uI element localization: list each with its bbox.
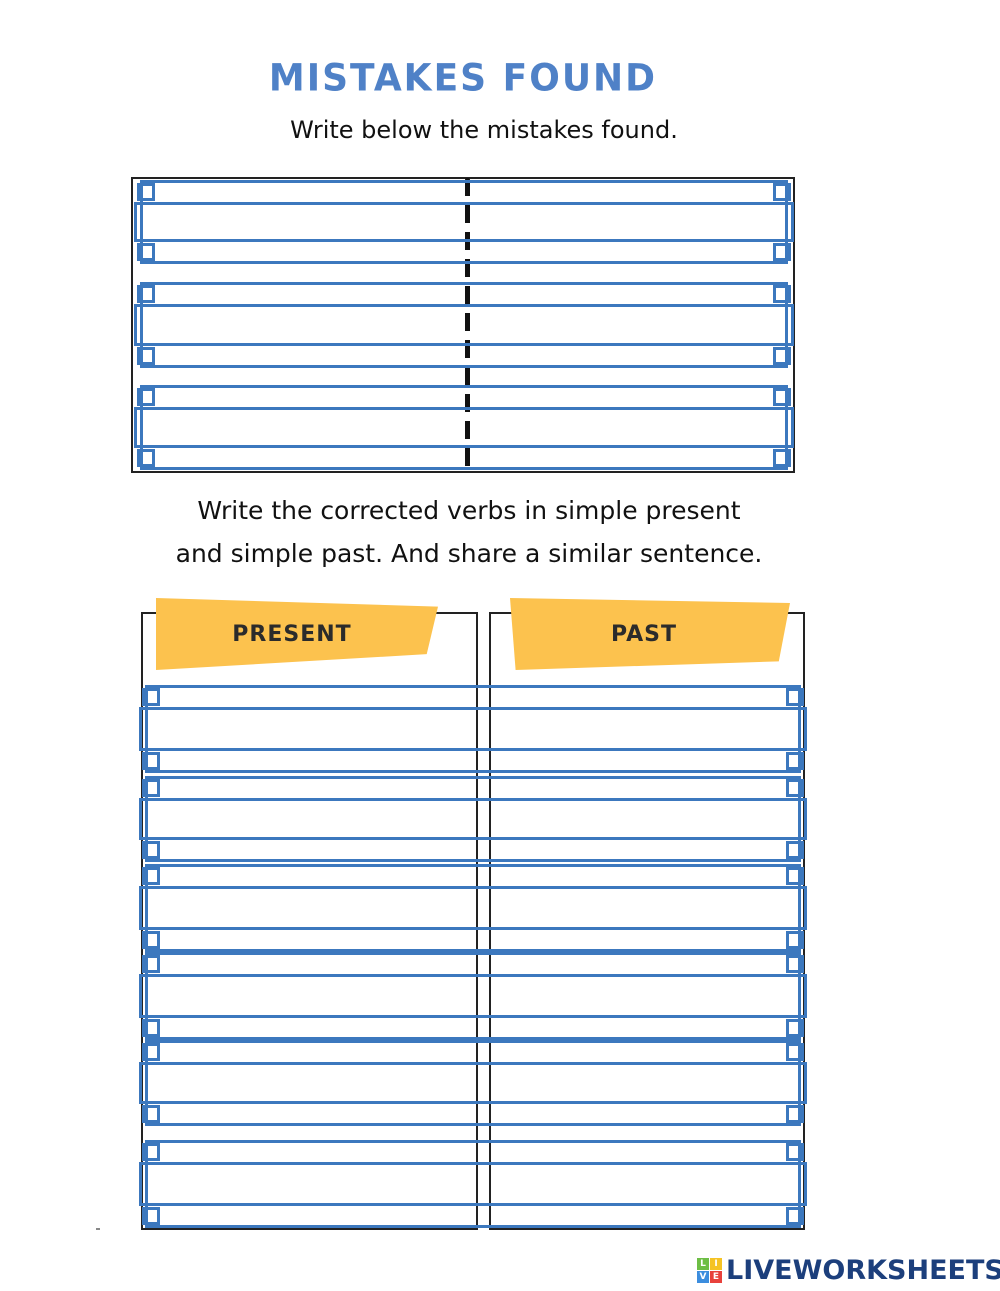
logo-letter-i: I	[710, 1257, 722, 1270]
box-inner-border	[134, 304, 794, 346]
box-inner-border	[134, 202, 794, 242]
logo-letter-e: E	[710, 1270, 722, 1283]
mistake-row	[134, 282, 794, 368]
mistake-row-left-input[interactable]	[148, 292, 459, 358]
worksheet-subtitle: Write below the mistakes found.	[290, 116, 678, 144]
verb-row-right-input[interactable]	[491, 786, 793, 852]
verb-row-right-input[interactable]	[491, 1150, 793, 1218]
page-mark	[96, 1228, 100, 1230]
verb-row-right-input[interactable]	[491, 1050, 793, 1116]
verb-row	[139, 1040, 807, 1126]
box-outer-border	[145, 1040, 801, 1126]
logo-letter-l: L	[697, 1257, 709, 1270]
past-column-header: PAST	[510, 598, 790, 670]
box-outer-border	[140, 385, 788, 470]
verb-row-left-input[interactable]	[153, 1050, 475, 1116]
instructions: Write the corrected verbs in simple pres…	[0, 489, 938, 575]
column-divider-dashed	[465, 178, 470, 472]
mistake-row-left-input[interactable]	[148, 395, 459, 460]
verb-row	[139, 685, 807, 773]
mistake-row	[134, 180, 794, 264]
mistake-row-right-input[interactable]	[475, 292, 780, 358]
liveworksheets-logo: L I V E LIVEWORKSHEETS	[697, 1254, 1000, 1286]
verb-row	[139, 776, 807, 862]
mistake-row-right-input[interactable]	[475, 395, 780, 460]
verb-row-left-input[interactable]	[153, 695, 475, 763]
box-inner-border	[134, 407, 794, 448]
verb-row-right-input[interactable]	[491, 695, 793, 763]
box-outer-border	[145, 864, 801, 952]
box-outer-border	[140, 180, 788, 264]
verb-row-right-input[interactable]	[491, 962, 793, 1030]
mistake-row-left-input[interactable]	[148, 190, 459, 254]
live-icon: L I V E	[697, 1257, 722, 1283]
verb-row	[139, 1140, 807, 1228]
past-label: PAST	[611, 621, 677, 647]
verb-row	[139, 952, 807, 1040]
verb-row-left-input[interactable]	[153, 786, 475, 852]
logo-letter-v: V	[697, 1270, 709, 1283]
box-outer-border	[145, 1140, 801, 1228]
verb-row-left-input[interactable]	[153, 1150, 475, 1218]
mistake-row-right-input[interactable]	[475, 190, 780, 254]
present-label: PRESENT	[232, 621, 352, 647]
box-outer-border	[145, 776, 801, 862]
mistakes-frame	[131, 177, 795, 473]
box-outer-border	[145, 685, 801, 773]
verb-row-left-input[interactable]	[153, 962, 475, 1030]
mistake-row	[134, 385, 794, 470]
verb-row-right-input[interactable]	[491, 874, 793, 942]
verb-row	[139, 864, 807, 952]
box-outer-border	[145, 952, 801, 1040]
worksheet-title: MISTAKES FOUND	[268, 56, 658, 101]
box-outer-border	[140, 282, 788, 368]
instructions-line-1: Write the corrected verbs in simple pres…	[197, 496, 741, 525]
verb-row-left-input[interactable]	[153, 874, 475, 942]
instructions-line-2: and simple past. And share a similar sen…	[175, 539, 763, 568]
brand-name: LIVEWORKSHEETS	[726, 1254, 1000, 1286]
